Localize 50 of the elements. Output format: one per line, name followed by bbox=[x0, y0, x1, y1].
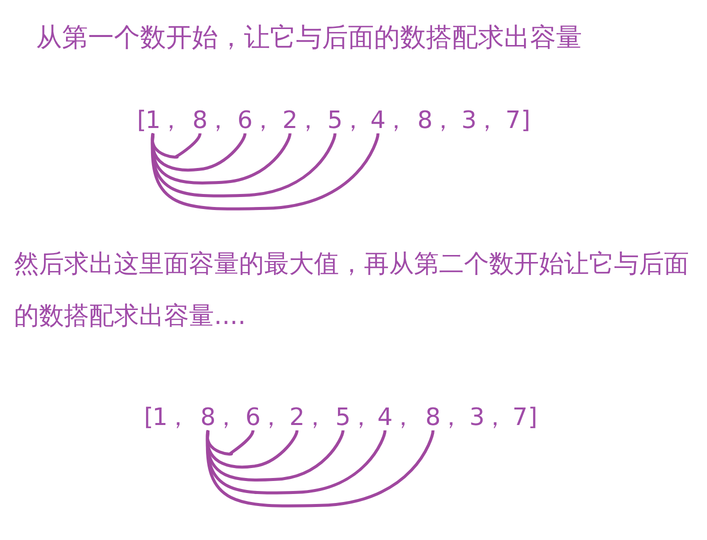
curved-line bbox=[150, 133, 292, 184]
comma: ， bbox=[483, 404, 507, 430]
comma: ， bbox=[431, 107, 455, 134]
comma: ， bbox=[349, 404, 373, 430]
comma: ， bbox=[214, 404, 238, 430]
comma: ， bbox=[341, 107, 365, 134]
comma: ， bbox=[206, 107, 230, 134]
bracket: [ bbox=[144, 404, 154, 430]
curved-line bbox=[206, 430, 434, 508]
bracket: ] bbox=[528, 404, 538, 430]
array-number: 3 bbox=[469, 404, 485, 430]
comma: ， bbox=[159, 107, 183, 134]
array-number: 8 bbox=[200, 404, 216, 430]
bracket: ] bbox=[521, 107, 530, 134]
array-number: 8 bbox=[425, 404, 441, 430]
instruction-text: 然后求出这里面容量的最大值，再从第二个数开始让它与后面的数搭配求出容量.... bbox=[14, 248, 690, 332]
array-number: 8 bbox=[192, 107, 208, 134]
array-number: 8 bbox=[417, 107, 433, 134]
array-number: 1 bbox=[152, 404, 168, 430]
array-number: 4 bbox=[370, 107, 386, 134]
comma: ， bbox=[439, 404, 463, 430]
array-number: 2 bbox=[282, 107, 298, 134]
array-number: 5 bbox=[327, 107, 343, 134]
array-number: 2 bbox=[289, 404, 305, 430]
instruction-text: 从第一个数开始，让它与后面的数搭配求出容量 bbox=[36, 24, 582, 53]
array-number: 6 bbox=[245, 404, 261, 430]
curved-line bbox=[150, 133, 336, 198]
array-number: 3 bbox=[461, 107, 477, 134]
comma: ， bbox=[303, 404, 327, 430]
array-number: 4 bbox=[377, 404, 393, 430]
comma: ， bbox=[251, 107, 275, 134]
comma: ， bbox=[384, 107, 408, 134]
curved-line bbox=[150, 133, 246, 172]
comma: ， bbox=[391, 404, 415, 430]
array-number: 7 bbox=[505, 107, 521, 134]
array-number: 1 bbox=[145, 107, 161, 134]
array-number: 7 bbox=[512, 404, 528, 430]
array-number: 6 bbox=[237, 107, 253, 134]
curved-line bbox=[206, 430, 344, 482]
comma: ， bbox=[296, 107, 320, 134]
curved-line bbox=[206, 430, 386, 494]
curved-line bbox=[150, 133, 380, 210]
bracket: [ bbox=[137, 107, 146, 134]
comma: ， bbox=[166, 404, 190, 430]
comma: ， bbox=[475, 107, 499, 134]
curved-line bbox=[206, 430, 298, 469]
curved-line bbox=[150, 133, 202, 159]
array-number: 5 bbox=[335, 404, 351, 430]
curved-line bbox=[206, 430, 254, 456]
comma: ， bbox=[259, 404, 283, 430]
